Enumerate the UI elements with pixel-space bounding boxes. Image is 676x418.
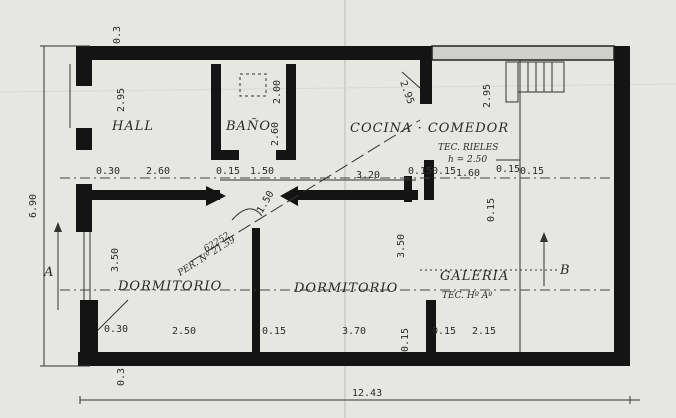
dim-215: 2.15	[472, 326, 496, 337]
wall-dorm-divider	[252, 228, 260, 358]
dim-015-g: 0.15	[432, 326, 456, 337]
section-marker-a: A	[43, 265, 54, 280]
dim-030-a: 0.30	[96, 166, 120, 177]
wall-bano-bottom-r	[276, 150, 296, 160]
dim-260: 2.60	[146, 166, 170, 177]
walls	[76, 45, 630, 366]
room-label-galeria: GALERIA	[440, 269, 509, 284]
wall-arrow-left	[206, 186, 226, 206]
dim-total-width: 12.43	[352, 388, 382, 399]
dim-370: 3.70	[342, 326, 366, 337]
dim-160: 1.60	[456, 168, 480, 179]
dim-320: 3.20	[356, 170, 380, 181]
room-label-hall: HALL	[111, 119, 154, 134]
dim-150-a: 1.50	[250, 166, 274, 177]
room-label-cocina: COCINA · COMEDOR	[350, 121, 509, 136]
section-marker-b: B	[559, 263, 571, 278]
paper-crease	[0, 83, 676, 93]
dim-015-vertical: 0.15	[486, 198, 497, 222]
dim-top-left: 0.3	[112, 26, 123, 44]
openings	[69, 60, 565, 352]
dim-left-height: 3.50	[110, 248, 121, 272]
dim-mid-height: 3.50	[396, 234, 407, 258]
wall-top-left	[76, 46, 434, 60]
note-tec-rieles: TEC. RIELES	[438, 143, 498, 153]
wall-galeria-top	[424, 160, 434, 200]
wall-top-hatched	[431, 45, 615, 61]
wall-top-right-stub	[420, 46, 432, 104]
room-label-dormitorio-1: DORMITORIO	[117, 279, 222, 294]
wall-bano-left	[211, 64, 221, 160]
wall-bottom	[78, 352, 630, 366]
dim-bano-width: 2.00	[272, 80, 283, 104]
dim-right-height: 2.95	[482, 84, 493, 108]
wall-left-top	[76, 46, 92, 86]
note-tec-galeria: TEC. Hº Aº	[442, 291, 493, 301]
dim-150-diagonal: 1.50	[255, 189, 277, 215]
dim-015-d: 0.15	[496, 164, 520, 175]
wall-bano-bottom-l	[211, 150, 239, 160]
dim-hall-height: 2.95	[116, 88, 127, 112]
wall-hall-bottom	[92, 190, 220, 200]
wall-kitchen-post	[404, 176, 412, 202]
dim-015-f: 0.15	[262, 326, 286, 337]
dim-015-small: 0.15	[400, 328, 411, 352]
room-label-bano: BAÑO	[225, 118, 271, 134]
wall-left-bottom	[80, 300, 98, 366]
dim-015-e: 0.15	[520, 166, 544, 177]
dim-015-b: 0.15	[408, 166, 432, 177]
wall-dorm-top	[290, 190, 418, 200]
dim-cocina-height: 2.95	[397, 79, 416, 105]
wall-right	[614, 46, 630, 364]
dim-total-height: 6.90	[28, 194, 39, 218]
dim-bottom-left: 0.3	[116, 368, 127, 386]
dim-bano-height: 2.60	[270, 122, 281, 146]
wall-arrow-right	[280, 186, 298, 206]
wall-galeria-bottom	[426, 300, 436, 360]
wall-left-mid	[76, 128, 92, 150]
dim-250: 2.50	[172, 326, 196, 337]
dim-015-a: 0.15	[216, 166, 240, 177]
dim-015-c: 0.15	[432, 166, 456, 177]
wall-left-low	[76, 184, 92, 232]
room-label-dormitorio-2: DORMITORIO	[293, 281, 398, 296]
wall-bano-right	[286, 64, 296, 160]
note-permit-1: PER. Nº 21.59	[175, 235, 237, 279]
dim-030-b: 0.30	[104, 324, 128, 335]
section-lines	[40, 45, 640, 404]
note-height: h = 2.50	[448, 155, 487, 165]
